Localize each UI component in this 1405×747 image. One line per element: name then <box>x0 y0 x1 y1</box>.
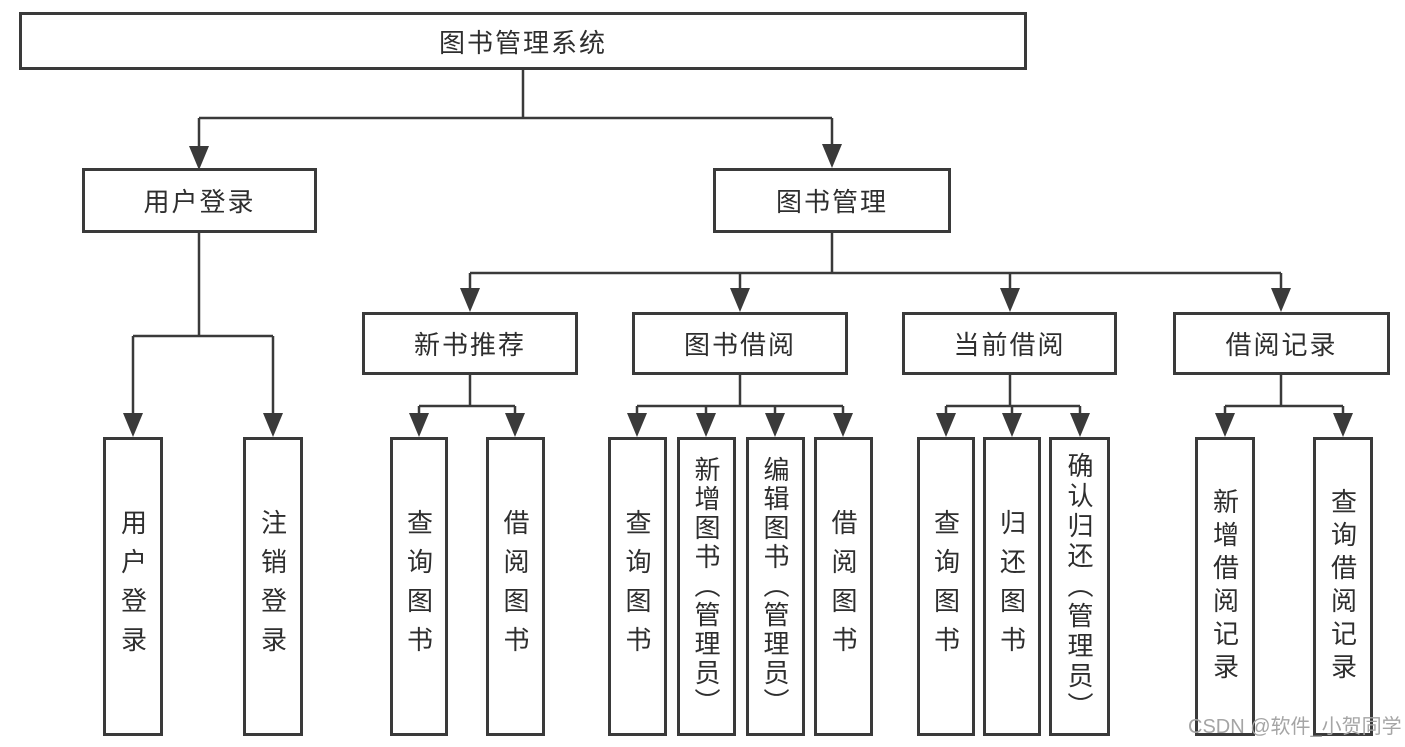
node-new-book-recommend-label: 新书推荐 <box>413 330 526 360</box>
leaf-cur-query-books: 查询图书 <box>917 437 975 736</box>
leaf-confirm-return-admin: 确认归还（管理员） <box>1049 437 1110 736</box>
node-book-management-label: 图书管理 <box>775 187 888 217</box>
leaf-edit-books-admin: 编辑图书（管理员） <box>746 437 805 736</box>
node-book-management: 图书管理 <box>713 168 951 233</box>
node-book-borrow-label: 图书借阅 <box>683 330 796 360</box>
leaf-return-books-label: 归还图书 <box>996 508 1027 665</box>
node-root: 图书管理系统 <box>19 12 1027 70</box>
node-borrow-records-label: 借阅记录 <box>1225 330 1338 360</box>
node-borrow-records: 借阅记录 <box>1173 312 1390 375</box>
leaf-cur-query-books-label: 查询图书 <box>930 508 961 665</box>
node-root-label: 图书管理系统 <box>438 27 607 58</box>
leaf-logout-login-label: 注销登录 <box>257 508 288 665</box>
leaf-query-borrow-record-label: 查询借阅记录 <box>1327 487 1358 686</box>
leaf-rec-query-books: 查询图书 <box>390 437 448 736</box>
leaf-user-login: 用户登录 <box>103 437 163 736</box>
leaf-add-borrow-record-label: 新增借阅记录 <box>1209 487 1240 686</box>
leaf-borrow-borrow-books: 借阅图书 <box>814 437 873 736</box>
leaf-query-borrow-record: 查询借阅记录 <box>1313 437 1373 736</box>
leaf-add-books-admin: 新增图书（管理员） <box>677 437 736 736</box>
node-user-login: 用户登录 <box>82 168 317 233</box>
node-user-login-label: 用户登录 <box>143 187 256 217</box>
leaf-add-books-admin-label: 新增图书（管理员） <box>691 456 721 717</box>
leaf-rec-query-books-label: 查询图书 <box>403 508 434 665</box>
leaf-edit-books-admin-label: 编辑图书（管理员） <box>760 456 790 717</box>
leaf-return-books: 归还图书 <box>983 437 1041 736</box>
node-current-borrow: 当前借阅 <box>902 312 1117 375</box>
leaf-confirm-return-admin-label: 确认归还（管理员） <box>1064 451 1094 722</box>
leaf-borrow-query-books-label: 查询图书 <box>622 508 652 665</box>
node-book-borrow: 图书借阅 <box>632 312 848 375</box>
watermark: CSDN @软件_小贺同学 <box>1188 716 1402 738</box>
node-new-book-recommend: 新书推荐 <box>362 312 578 375</box>
node-current-borrow-label: 当前借阅 <box>953 330 1066 360</box>
leaf-borrow-borrow-books-label: 借阅图书 <box>828 508 858 665</box>
leaf-logout-login: 注销登录 <box>243 437 303 736</box>
leaf-user-login-label: 用户登录 <box>117 508 148 665</box>
leaf-borrow-query-books: 查询图书 <box>608 437 667 736</box>
leaf-rec-borrow-books-label: 借阅图书 <box>500 508 530 665</box>
leaf-add-borrow-record: 新增借阅记录 <box>1195 437 1255 736</box>
leaf-rec-borrow-books: 借阅图书 <box>486 437 545 736</box>
